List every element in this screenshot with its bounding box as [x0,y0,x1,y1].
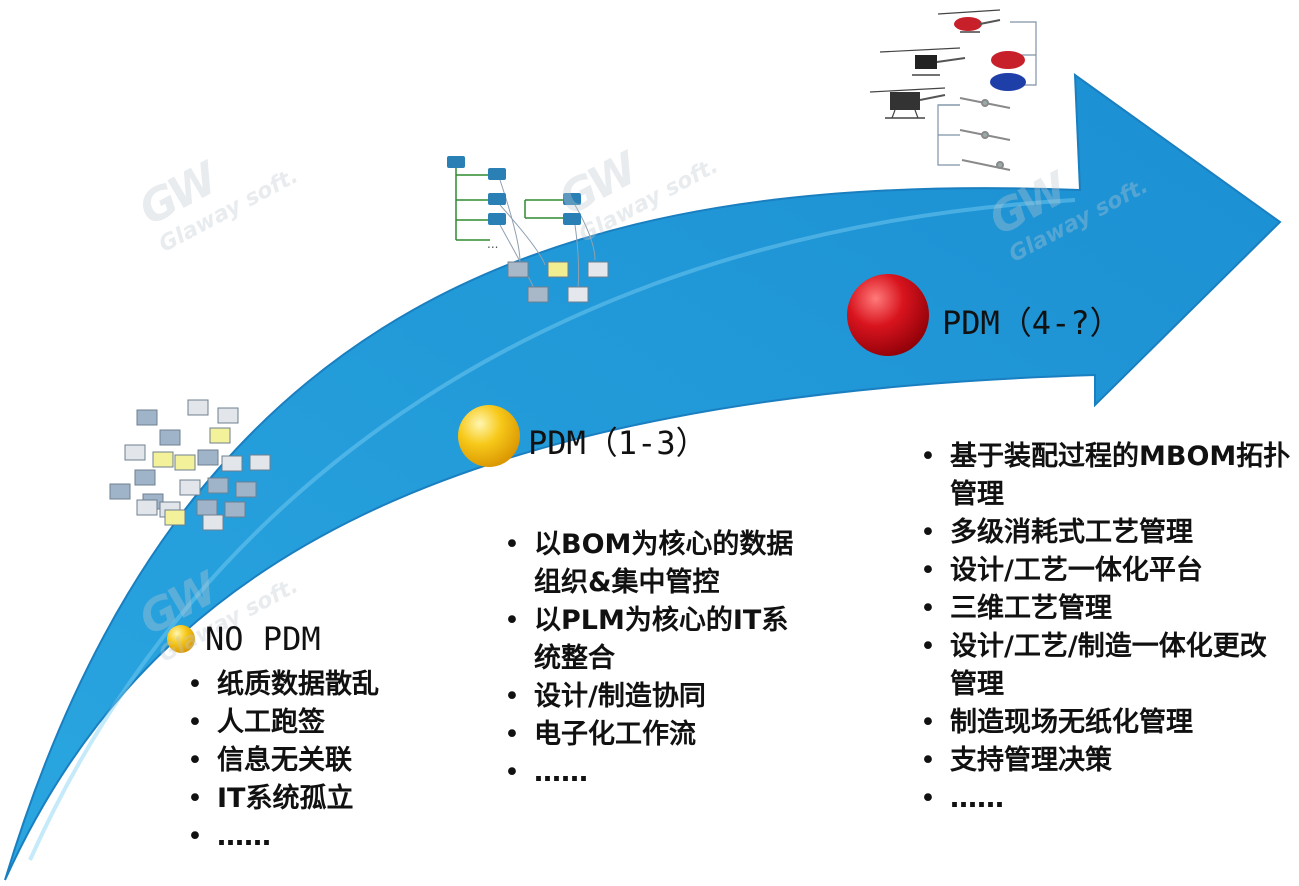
stage-marker-2 [847,274,929,356]
list-item: 信息无关联 [185,742,485,780]
document-icon [196,499,218,516]
stage-label-2: PDM（4-?） [942,304,1122,342]
document-icon [152,451,174,468]
stage-label-1: PDM（1-3） [528,424,708,462]
canopy-blue-icon [990,73,1026,91]
document-icon [224,501,246,518]
list-item: …… [918,780,1293,818]
stage-marker-0 [167,625,195,653]
arrow-highlight [28,198,1076,861]
stage-items-1: 以BOM为核心的数据组织&集中管控 以PLM为核心的IT系统整合 设计/制造协同… [502,526,812,792]
document-icon [217,407,239,424]
list-item: 多级消耗式工艺管理 [918,514,1293,552]
list-item: 制造现场无纸化管理 [918,704,1293,742]
stage-items-2: 基于装配过程的MBOM拓扑管理 多级消耗式工艺管理 设计/工艺一体化平台 三维工… [918,438,1293,818]
list-item: 以PLM为核心的IT系统整合 [502,602,812,678]
document-icon [136,409,158,426]
list-item: …… [502,754,812,792]
document-icon [221,455,243,472]
helicopter-assembly-icon [869,9,1037,171]
document-icon [207,477,229,494]
document-icon [209,427,231,444]
canopy-red-icon [991,51,1025,69]
document-icon [136,499,158,516]
list-item: 人工跑签 [185,704,485,742]
list-item: 设计/工艺一体化平台 [918,552,1293,590]
helicopter-frame-icon [879,47,966,76]
document-icon [124,444,146,461]
document-icon [235,481,257,498]
helicopter-red-icon [937,9,1001,33]
document-icon [109,483,131,500]
document-tree-icon: ... [447,156,609,303]
list-item: 电子化工作流 [502,716,812,754]
document-icon [164,509,186,526]
list-item: 以BOM为核心的数据组织&集中管控 [502,526,812,602]
svg-text:...: ... [487,237,498,251]
document-icon [134,469,156,486]
growth-arrow [4,72,1282,881]
helicopter-large-icon [869,87,946,119]
list-item: 设计/工艺/制造一体化更改管理 [918,628,1293,704]
document-icon [187,399,209,416]
document-icon [174,454,196,471]
list-item: 纸质数据散乱 [185,666,485,704]
document-icon [179,479,201,496]
list-item: IT系统孤立 [185,780,485,818]
list-item: 三维工艺管理 [918,590,1293,628]
list-item: …… [185,818,485,856]
document-icon [159,429,181,446]
document-icon [197,449,219,466]
stage-items-0: 纸质数据散乱 人工跑签 信息无关联 IT系统孤立 …… [185,666,485,856]
stage-marker-1 [458,405,520,467]
list-item: 基于装配过程的MBOM拓扑管理 [918,438,1293,514]
list-item: 支持管理决策 [918,742,1293,780]
document-icon [249,454,271,471]
list-item: 设计/制造协同 [502,678,812,716]
scattered-documents-icon [109,399,271,531]
stage-label-0: NO PDM [205,620,321,658]
document-icon [202,514,224,531]
